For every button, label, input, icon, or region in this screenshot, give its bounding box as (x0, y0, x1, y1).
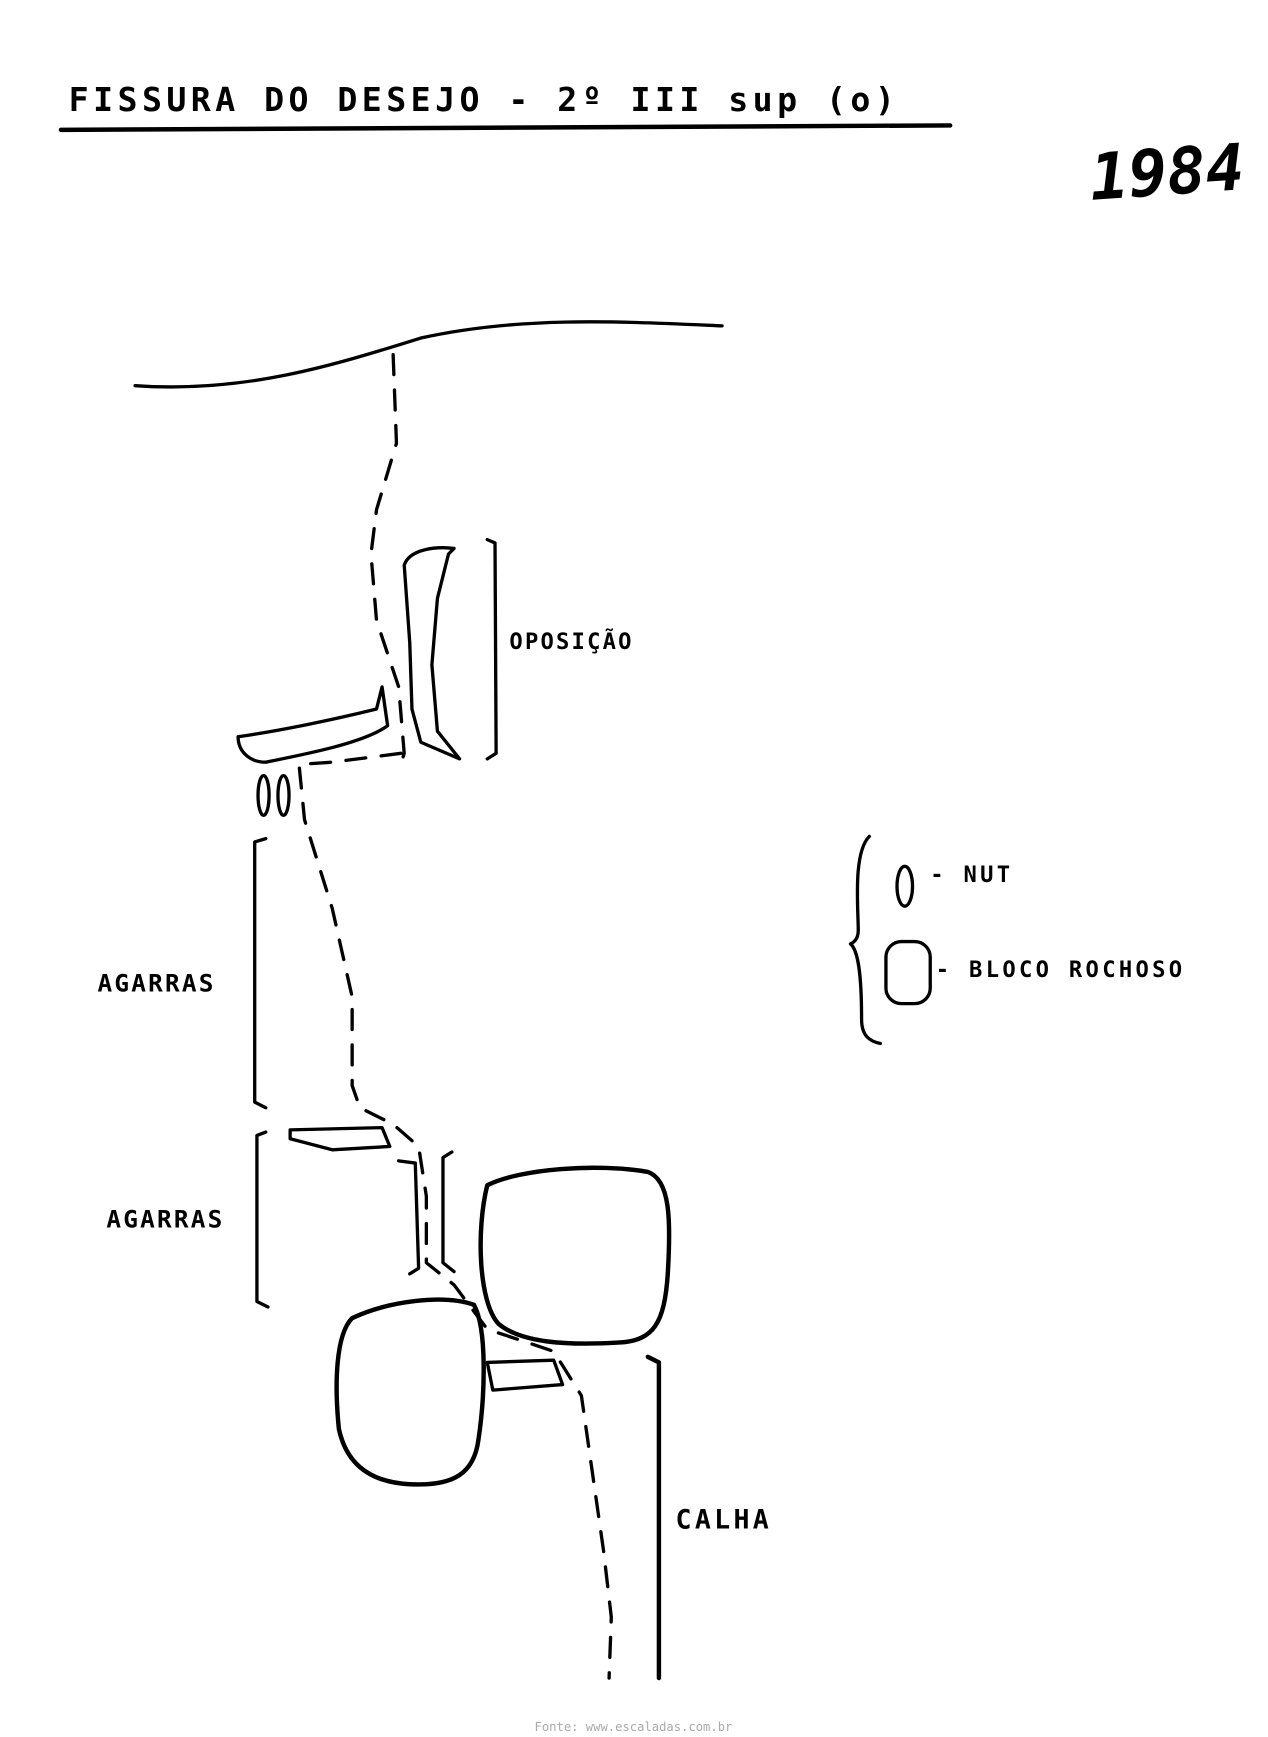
label-agarras-upper: AGARRAS (97, 968, 215, 997)
boulder-lower (334, 1297, 486, 1487)
legend-bloco-label: - BLOCO ROCHOSO (936, 957, 1186, 983)
summit-line (133, 320, 724, 389)
source-footer: Fonte: www.escaladas.com.br (535, 1720, 733, 1734)
calha-bracket (645, 1354, 662, 1681)
legend: - NUT - BLOCO ROCHOSO (848, 834, 1186, 1046)
route-title: FISSURA DO DESEJO - 2º III sup (o) (69, 80, 900, 119)
hold-ledge (288, 1125, 392, 1152)
label-oposicao: OPOSIÇÃO (509, 627, 633, 655)
label-agarras-lower: AGARRAS (106, 1204, 224, 1233)
roof-ledge (236, 685, 390, 764)
legend-nut-icon (895, 864, 915, 908)
legend-boulder-icon (884, 939, 932, 1006)
route-path-upper (369, 352, 406, 767)
oposicao-rock-wall (402, 546, 462, 761)
label-calha: CALHA (676, 1505, 773, 1536)
route-path-lower (297, 751, 613, 1680)
agarras-lower-bracket (255, 1130, 270, 1309)
oposicao-bracket (485, 537, 498, 761)
title-underline (58, 123, 953, 133)
legend-brace (848, 834, 883, 1046)
crack-walls (397, 1150, 456, 1276)
boulder-large (478, 1165, 672, 1346)
year: 1984 (1087, 130, 1247, 216)
agarras-upper-bracket (253, 836, 268, 1110)
small-ledge (485, 1358, 565, 1392)
nut-icon (256, 773, 291, 818)
legend-nut-label: - NUT (930, 862, 1013, 888)
